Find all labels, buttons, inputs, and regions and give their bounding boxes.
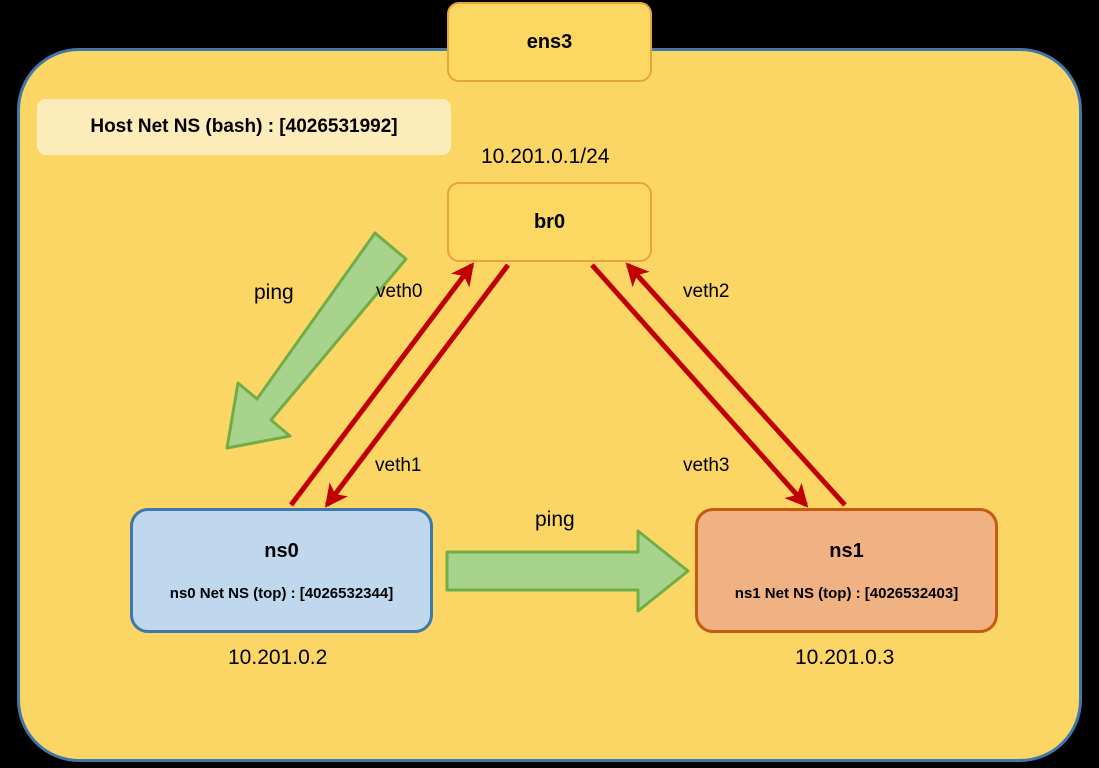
br0-ip-label: 10.201.0.1/24 [481,145,610,168]
node-br0[interactable]: br0 [447,182,652,262]
node-ens3-title: ens3 [526,30,573,53]
node-ns1[interactable]: ns1 ns1 Net NS (top) : [4026532403] [695,508,998,633]
veth0-label: veth0 [376,281,423,302]
ping-arrow-diagonal [225,231,408,450]
ping-label-diagonal: ping [254,281,294,304]
edge-veth1-br0-to-ns0 [324,263,510,508]
ns1-ip-label: 10.201.0.3 [795,646,895,669]
node-ns1-title: ns1 [829,539,864,562]
veth3-label: veth3 [683,455,730,476]
veth1-label: veth1 [375,455,422,476]
host-namespace-container [17,48,1082,762]
node-ns0-namespace-label: ns0 Net NS (top) : [4026532344] [169,584,394,602]
host-namespace-badge-label: Host Net NS (bash) : [4026531992] [90,116,398,137]
node-ens3[interactable]: ens3 [447,2,652,82]
ping-arrow-horizontal [445,529,690,613]
ping-label-horizontal: ping [535,508,575,531]
edge-veth3-br0-to-ns1 [590,263,809,508]
node-ns0-title: ns0 [264,539,299,562]
node-ns0[interactable]: ns0 ns0 Net NS (top) : [4026532344] [130,508,433,633]
host-namespace-badge: Host Net NS (bash) : [4026531992] [37,99,451,155]
ns0-ip-label: 10.201.0.2 [228,646,328,669]
edge-veth0-ns0-to-br0 [289,262,475,507]
edge-veth2-ns1-to-br0 [625,262,847,507]
node-ns1-namespace-label: ns1 Net NS (top) : [4026532403] [734,584,959,602]
node-br0-title: br0 [533,210,566,233]
veth2-label: veth2 [683,281,730,302]
